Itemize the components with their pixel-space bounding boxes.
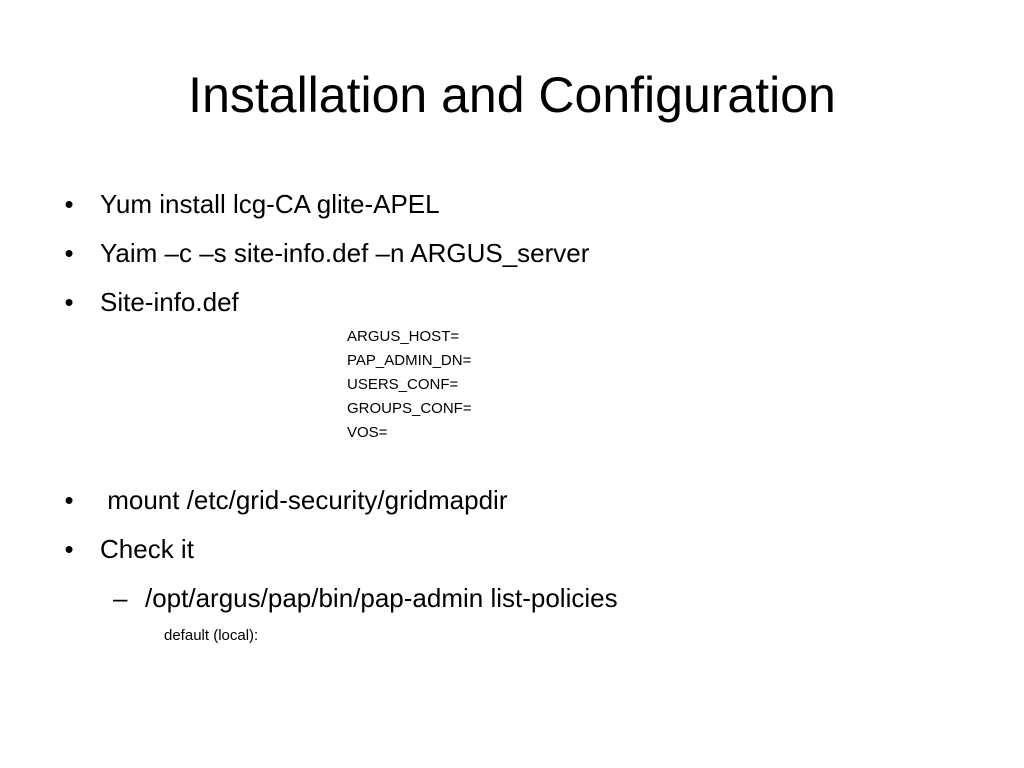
sub-bullet-text: /opt/argus/pap/bin/pap-admin list-polici…	[145, 583, 618, 613]
bullet-marker: •	[64, 534, 74, 564]
sub-bullet-marker: –	[113, 583, 128, 613]
slide-title: Installation and Configuration	[188, 67, 836, 123]
param-groups-conf: GROUPS_CONF=	[347, 400, 472, 417]
bullet-text: Check it	[100, 534, 194, 564]
param-pap-admin-dn: PAP_ADMIN_DN=	[347, 352, 472, 369]
command-output: default (local):	[164, 627, 259, 644]
param-users-conf: USERS_CONF=	[347, 376, 459, 393]
param-argus-host: ARGUS_HOST=	[347, 328, 460, 345]
param-vos: VOS=	[347, 424, 388, 441]
site-info-params: ARGUS_HOST= PAP_ADMIN_DN= USERS_CONF= GR…	[347, 325, 472, 445]
bullet-marker: •	[64, 238, 74, 268]
bullet-marker: •	[64, 287, 74, 317]
bullet-text: mount /etc/grid-security/gridmapdir	[100, 485, 508, 515]
bullet-text: Yaim –c –s site-info.def –n ARGUS_server	[100, 238, 590, 268]
bullet-text: Site-info.def	[100, 287, 239, 317]
bullet-marker: •	[64, 485, 74, 515]
bullet-text: Yum install lcg-CA glite-APEL	[100, 189, 440, 219]
bullet-marker: •	[64, 189, 74, 219]
